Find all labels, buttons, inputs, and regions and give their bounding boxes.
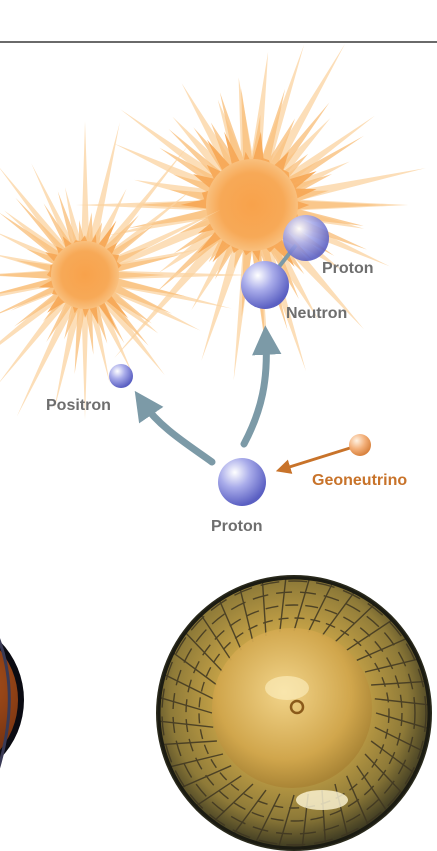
- detector-vessel-photo: [154, 573, 434, 851]
- arrow-to-positron: [143, 403, 212, 462]
- neutron-particle: [241, 261, 289, 309]
- scintillation-flashes: [0, 44, 425, 420]
- positron-label: Positron: [46, 397, 111, 415]
- geoneutrino-arrow: [283, 448, 350, 469]
- proton-bottom-particle: [218, 458, 266, 506]
- arrow-to-neutron: [244, 340, 266, 444]
- geoneutrino-particle: [349, 434, 371, 456]
- flash-small-core: [51, 241, 119, 309]
- proton-top-label: Proton: [322, 260, 374, 278]
- left-detector-photo: [0, 616, 24, 784]
- geoneutrino-label: Geoneutrino: [312, 472, 407, 490]
- proton-bottom-label: Proton: [211, 518, 263, 536]
- positron-particle: [109, 364, 133, 388]
- neutron-label: Neutron: [286, 305, 347, 323]
- proton-top-particle: [283, 215, 329, 261]
